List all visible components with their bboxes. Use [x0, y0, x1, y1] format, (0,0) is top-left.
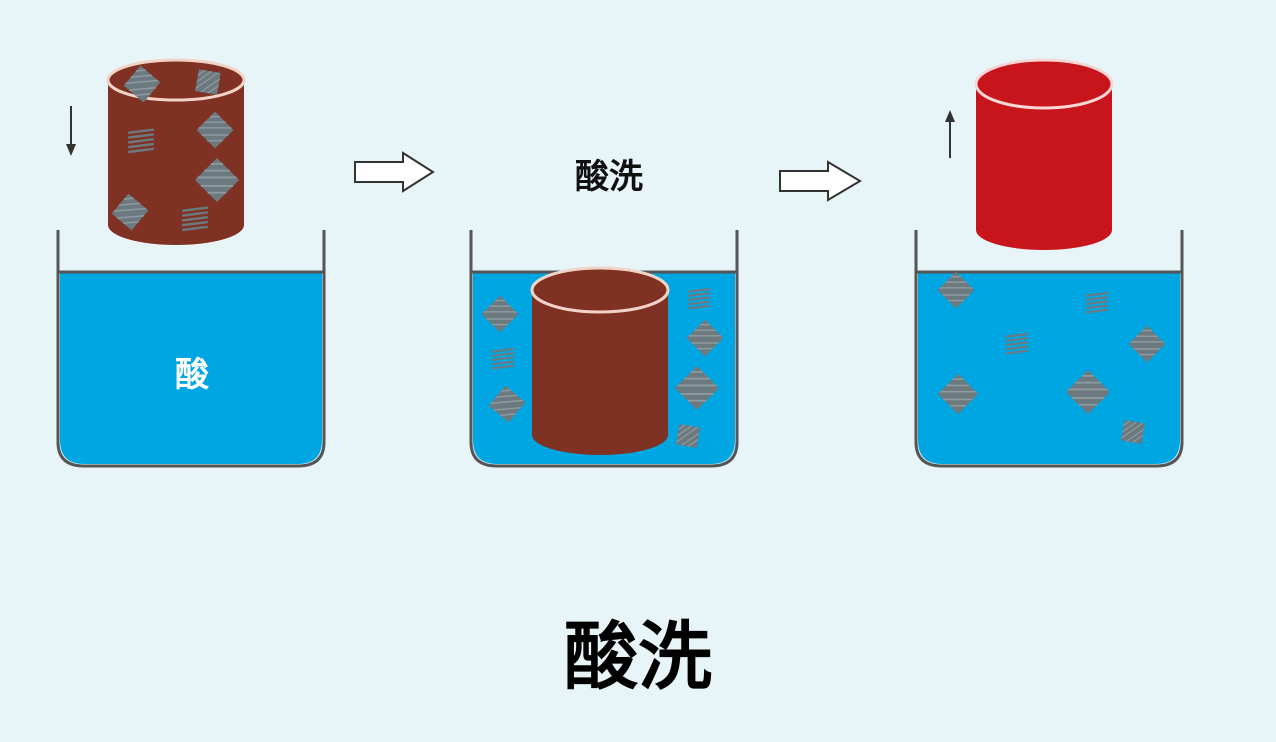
next-step-arrow-icon	[779, 160, 862, 202]
process-label: 酸洗	[575, 157, 643, 197]
next-step-arrow-icon	[354, 151, 435, 193]
step-3-after	[914, 58, 1184, 468]
step-1-before: 酸	[56, 58, 326, 468]
acid-tank-3	[914, 230, 1184, 468]
acid-tank-1	[56, 230, 326, 468]
rusty-cylinder-1	[106, 58, 246, 245]
arrow-up-icon	[945, 110, 955, 158]
step-2-pickling: 酸洗	[469, 157, 739, 468]
clean-cylinder	[974, 58, 1114, 250]
arrow-down-icon	[66, 106, 76, 156]
rusty-cylinder-2	[530, 266, 670, 455]
acid-label: 酸	[175, 355, 210, 395]
diagram-title: 酸洗	[564, 614, 712, 700]
